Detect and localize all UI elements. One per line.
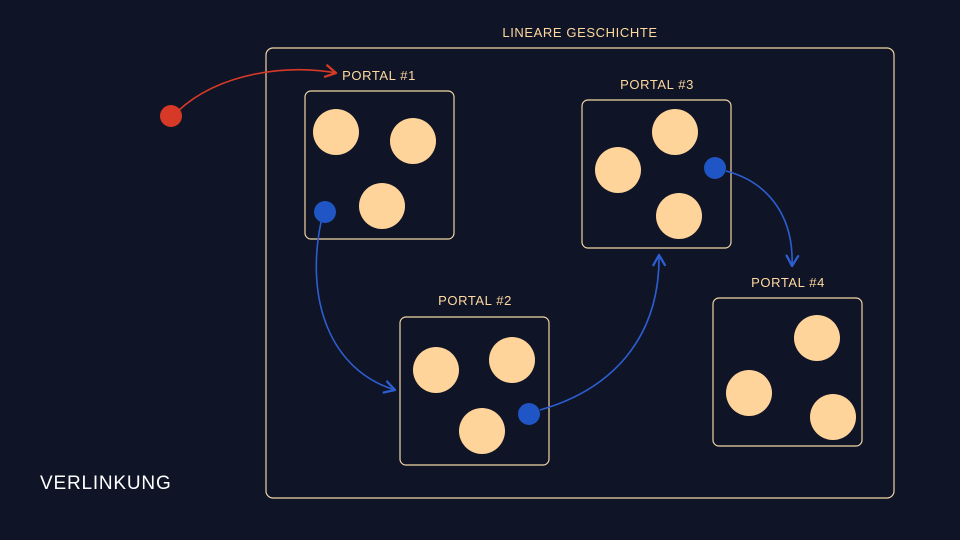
entry-link-arrow — [177, 64, 338, 112]
portal-4-frame — [712, 297, 863, 447]
content-dot — [359, 183, 405, 229]
portal-1: PORTAL #1 — [304, 68, 455, 240]
content-dot — [459, 408, 505, 454]
portal-3-frame — [581, 99, 732, 249]
link-arrow-portal-2-to-3 — [539, 253, 667, 411]
link-dot — [314, 201, 336, 223]
content-dot — [810, 394, 856, 440]
entry-dot — [160, 105, 182, 127]
portal-2-frame — [399, 316, 550, 466]
content-dot — [489, 337, 535, 383]
content-dot — [794, 315, 840, 361]
content-dot — [726, 370, 772, 416]
link-arrow-portal-1-to-2 — [315, 221, 397, 394]
portal-1-label: PORTAL #1 — [342, 68, 416, 83]
content-dot — [313, 109, 359, 155]
link-dot — [518, 403, 540, 425]
content-dot — [595, 147, 641, 193]
content-dot — [390, 118, 436, 164]
link-dot — [704, 157, 726, 179]
container-frame — [265, 47, 895, 499]
portal-4-label: PORTAL #4 — [751, 275, 825, 290]
portal-1-frame — [304, 90, 455, 240]
portal-3: PORTAL #3 — [581, 77, 732, 249]
portal-3-label: PORTAL #3 — [620, 77, 694, 92]
content-dot — [656, 193, 702, 239]
content-dot — [413, 347, 459, 393]
portal-2: PORTAL #2 — [399, 293, 550, 466]
container-label: LINEARE GESCHICHTE — [502, 25, 657, 40]
portal-2-label: PORTAL #2 — [438, 293, 512, 308]
content-dot — [652, 109, 698, 155]
footer-label: VERLINKUNG — [40, 473, 172, 494]
portal-4: PORTAL #4 — [712, 275, 863, 447]
link-arrow-portal-3-to-4 — [725, 170, 800, 268]
